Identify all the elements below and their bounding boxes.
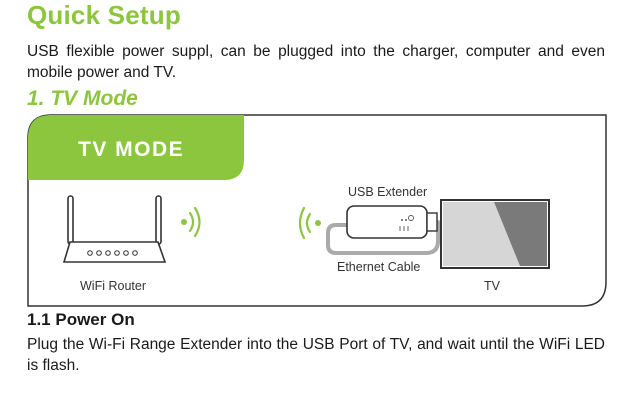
extender-wifi-signal-icon xyxy=(298,206,321,240)
ethernet-cable-label: Ethernet Cable xyxy=(337,260,420,274)
router-label: WiFi Router xyxy=(80,279,146,293)
usb-extender-label: USB Extender xyxy=(348,185,427,199)
tv-icon xyxy=(440,199,550,269)
banner-title: TV MODE xyxy=(78,138,184,161)
power-on-paragraph: Plug the Wi-Fi Range Extender into the U… xyxy=(27,336,605,374)
section-heading-power-on: 1.1 Power On xyxy=(27,310,135,329)
banner-shape xyxy=(28,115,244,180)
section-heading-tv-mode: 1. TV Mode xyxy=(27,87,138,110)
intro-paragraph: USB flexible power suppl, can be plugged… xyxy=(27,43,605,81)
page-title: Quick Setup xyxy=(27,0,181,30)
tv-label: TV xyxy=(484,279,501,293)
router-icon xyxy=(62,195,167,263)
usb-extender-icon xyxy=(346,205,438,239)
ethernet-cable xyxy=(326,220,440,255)
router-wifi-signal-icon xyxy=(181,206,201,238)
